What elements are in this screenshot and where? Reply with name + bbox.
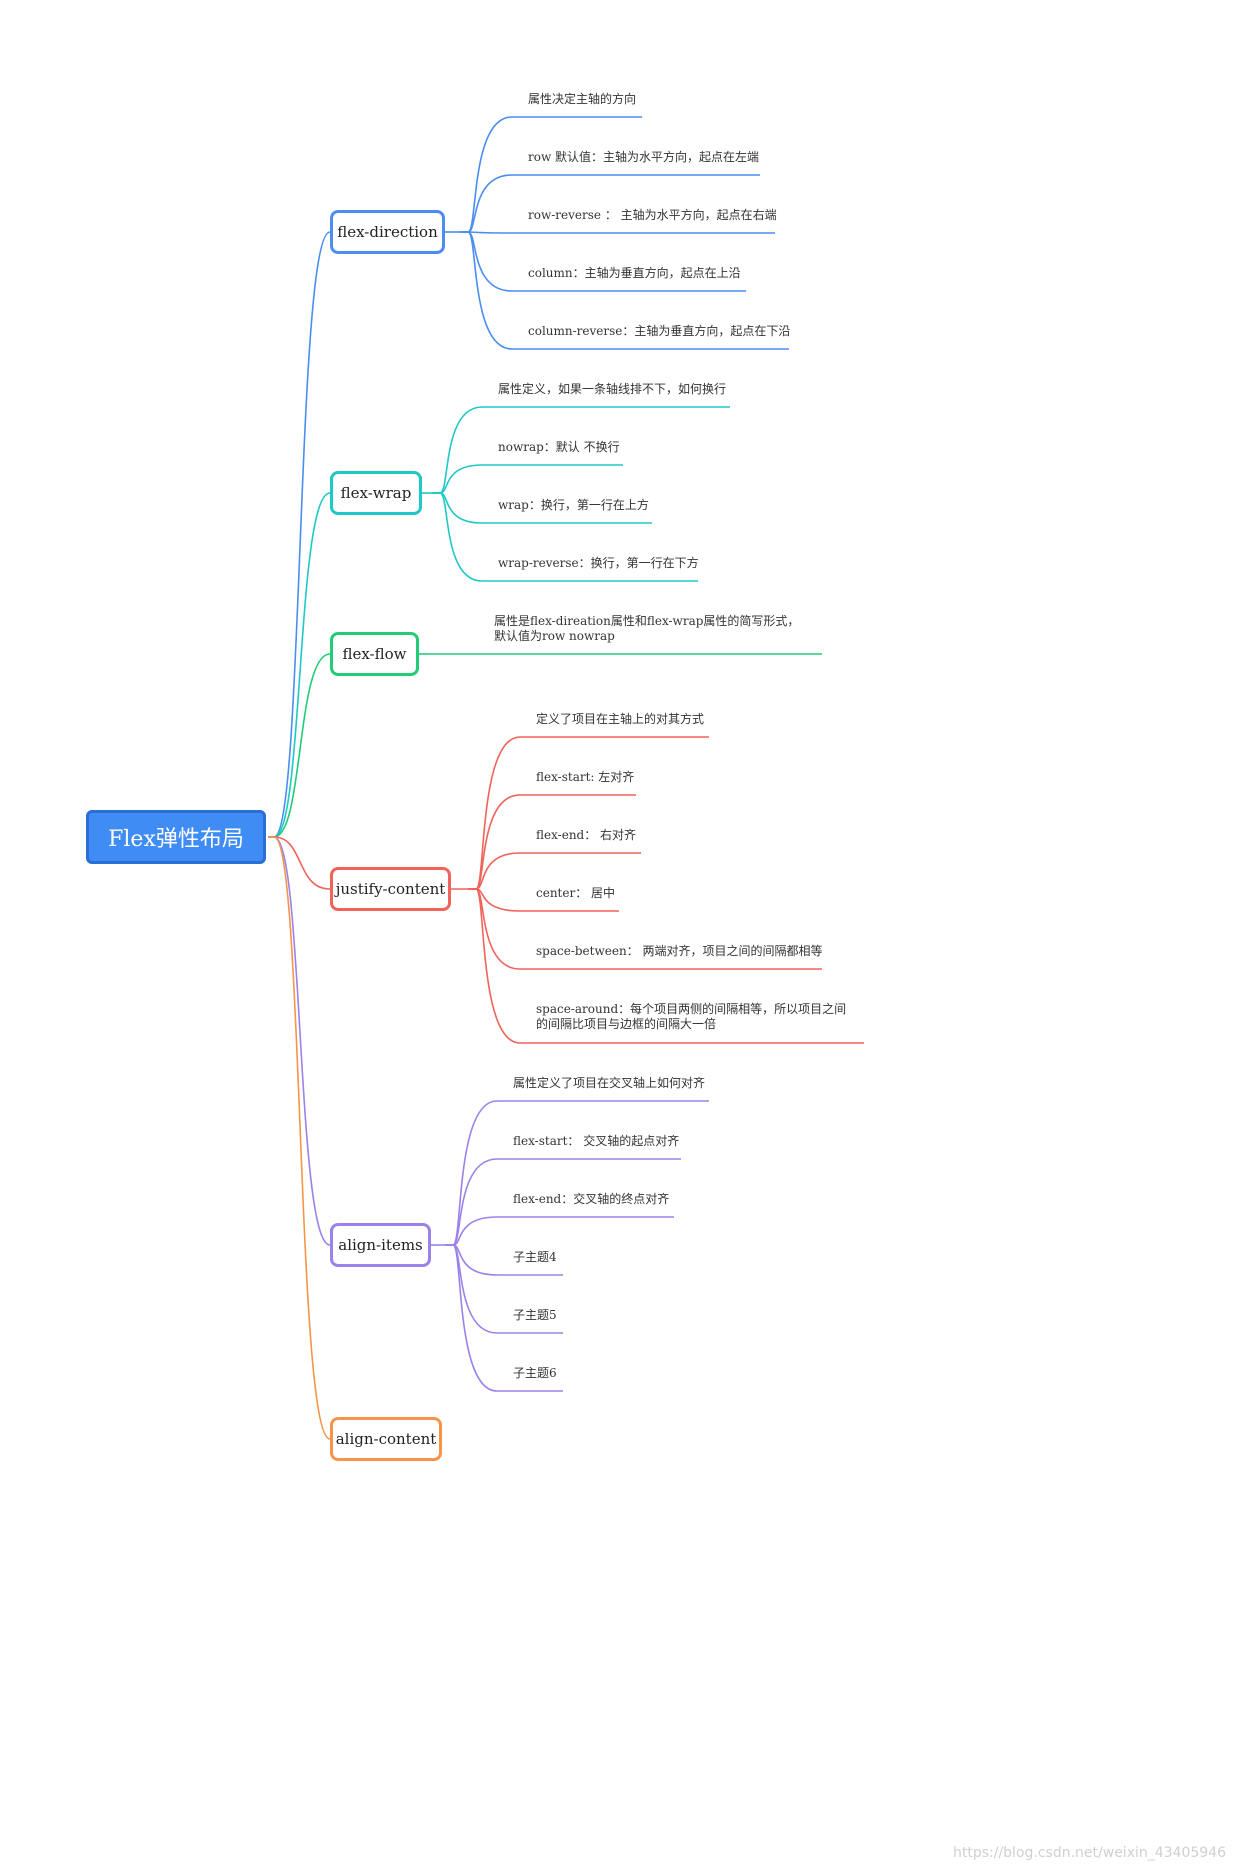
leaf-connector	[468, 736, 709, 890]
leaf-topic[interactable]: row-reverse ： 主轴为水平方向，起点在右端	[528, 208, 777, 222]
branch-align-content[interactable]: align-content	[330, 1417, 442, 1461]
leaf-topic[interactable]: space-around：每个项目两侧的间隔相等，所以项目之间的间隔比项目与边框…	[536, 1002, 847, 1031]
leaf-topic[interactable]: center： 居中	[536, 886, 616, 900]
leaf-topic[interactable]: 子主题6	[513, 1366, 557, 1380]
leaf-connector	[468, 852, 641, 890]
branch-label: align-items	[338, 1236, 423, 1254]
root-connector	[268, 836, 331, 890]
leaf-topic[interactable]: flex-start: 左对齐	[536, 770, 635, 784]
leaf-topic[interactable]: 属性决定主轴的方向	[528, 92, 637, 106]
leaf-connector	[468, 888, 864, 1044]
leaf-topic[interactable]: 属性是flex-direation属性和flex-wrap属性的简写形式，默认值…	[494, 614, 800, 643]
leaf-connector	[460, 231, 775, 234]
root-topic-label: Flex弹性布局	[108, 827, 244, 852]
root-connector	[268, 492, 331, 838]
root-connector	[268, 231, 331, 838]
leaf-topic[interactable]: wrap-reverse：换行，第一行在下方	[498, 556, 699, 570]
leaf-topic[interactable]: space-between： 两端对齐，项目之间的间隔都相等	[536, 944, 823, 958]
leaf-connector	[445, 1244, 563, 1392]
leaf-topic[interactable]: nowrap：默认 不换行	[498, 440, 620, 454]
branch-flex-wrap[interactable]: flex-wrap	[330, 471, 422, 515]
leaf-topic[interactable]: 定义了项目在主轴上的对其方式	[536, 712, 705, 726]
branch-flex-direction[interactable]: flex-direction	[330, 210, 445, 254]
branch-label: flex-direction	[337, 223, 438, 241]
leaf-topic[interactable]: column-reverse：主轴为垂直方向，起点在下沿	[528, 324, 791, 338]
leaf-topic[interactable]: row 默认值：主轴为水平方向，起点在左端	[528, 150, 760, 164]
leaf-topic[interactable]: wrap：换行，第一行在上方	[498, 498, 649, 512]
leaf-topic[interactable]: 属性定义，如果一条轴线排不下，如何换行	[498, 382, 727, 396]
branch-label: align-content	[335, 1430, 437, 1448]
leaf-topic[interactable]: flex-start： 交叉轴的起点对齐	[513, 1134, 680, 1148]
leaf-topic[interactable]: 子主题4	[513, 1250, 557, 1264]
leaf-connector	[445, 1216, 674, 1246]
leaf-connector	[460, 231, 789, 350]
branch-label: flex-wrap	[340, 484, 412, 502]
root-connector	[268, 836, 331, 1440]
leaf-connector	[432, 492, 698, 582]
leaf-topic[interactable]: flex-end：交叉轴的终点对齐	[513, 1192, 670, 1206]
root-connector	[268, 653, 331, 838]
leaf-connector	[460, 174, 760, 233]
watermark: https://blog.csdn.net/weixin_43405946	[952, 1845, 1226, 1861]
leaf-connector	[460, 231, 746, 292]
root-connector	[268, 836, 331, 1246]
leaf-connector	[432, 464, 623, 494]
leaf-topic[interactable]: 属性定义了项目在交叉轴上如何对齐	[513, 1076, 706, 1090]
leaf-topic[interactable]: flex-end： 右对齐	[536, 828, 637, 842]
leaf-connector	[445, 1100, 709, 1246]
leaf-topic[interactable]: column：主轴为垂直方向，起点在上沿	[528, 266, 741, 280]
branch-flex-flow[interactable]: flex-flow	[330, 632, 419, 676]
branch-label: flex-flow	[342, 645, 407, 663]
root-topic[interactable]: Flex弹性布局	[86, 810, 266, 864]
branch-align-items[interactable]: align-items	[330, 1223, 431, 1267]
branch-justify-content[interactable]: justify-content	[330, 867, 451, 911]
branch-label: justify-content	[335, 880, 446, 898]
leaf-topic[interactable]: 子主题5	[513, 1308, 557, 1322]
